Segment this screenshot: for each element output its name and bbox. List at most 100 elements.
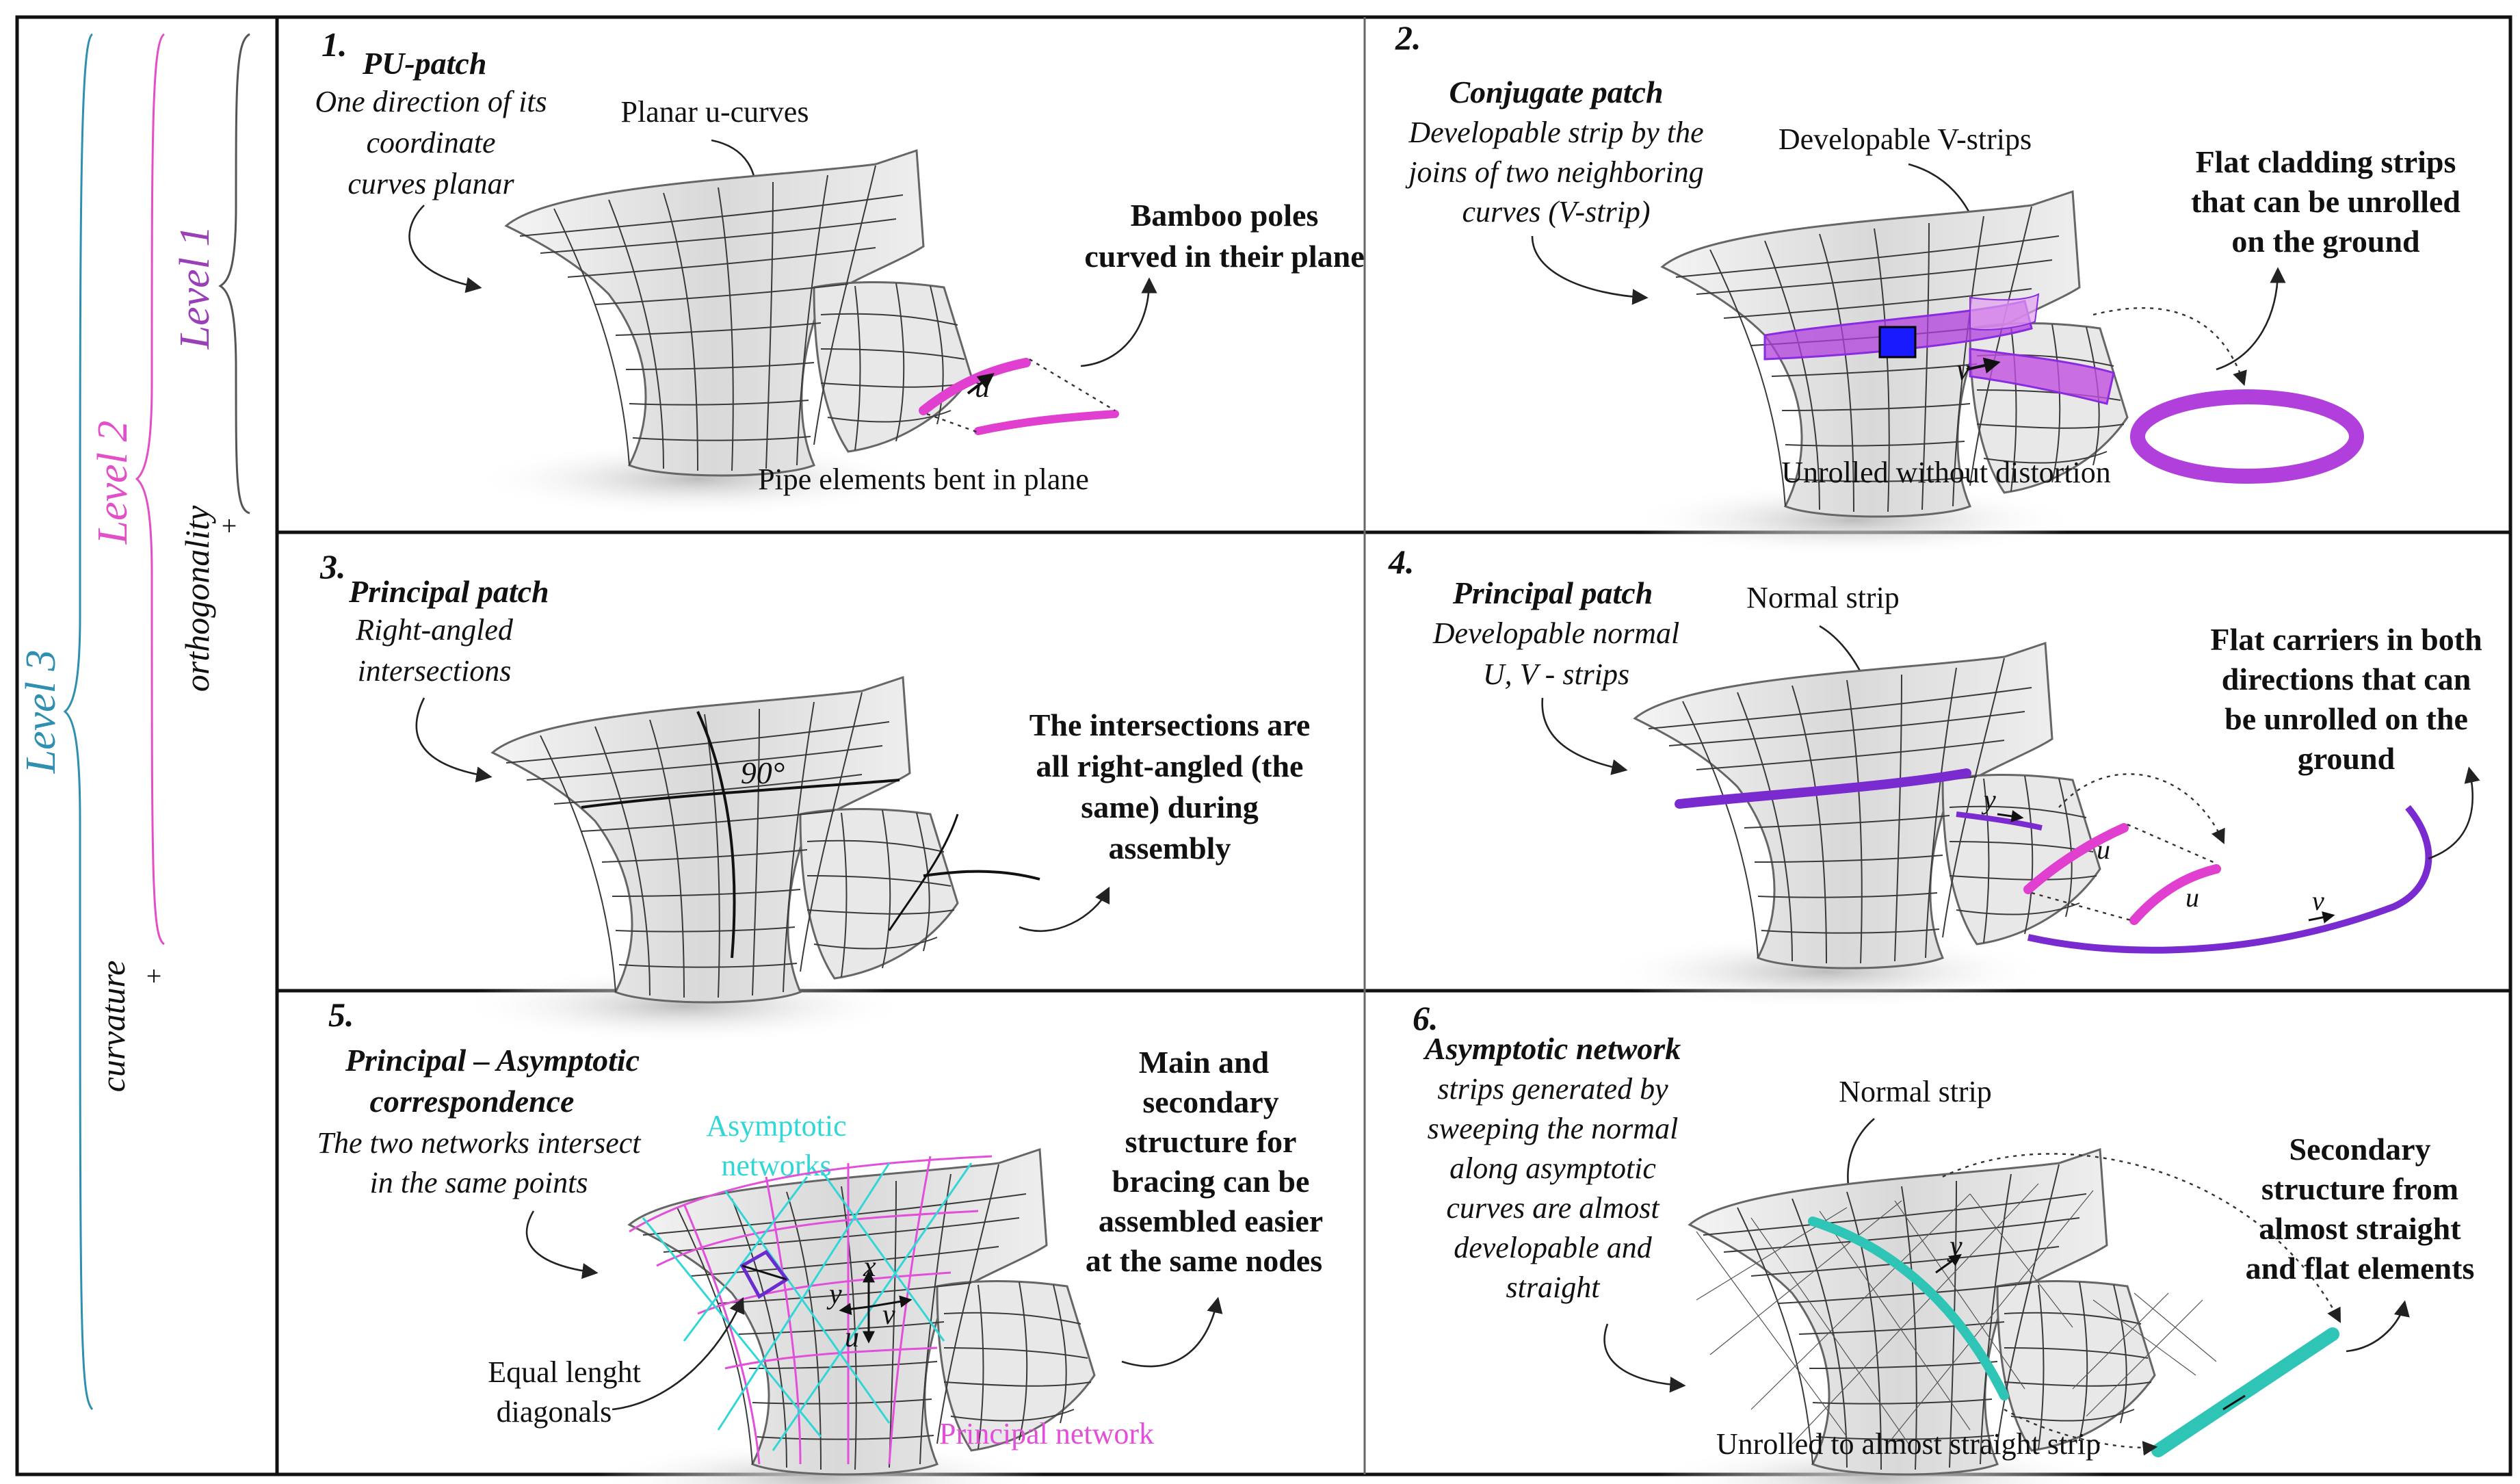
panel-1-title: PU-patch <box>362 46 486 81</box>
panel-3: 3. Principal patch Right-angled intersec… <box>319 547 1311 1045</box>
panel-2-desc-1: Developable strip by the <box>1408 116 1703 149</box>
outer-frame <box>15 15 2512 1476</box>
panel-6-desc-2: sweeping the normal <box>1428 1112 1679 1145</box>
panel-2-result-3: on the ground <box>2231 224 2420 259</box>
panel-6-number: 6. <box>1413 999 1439 1037</box>
panel-6-y-label: y <box>1947 1231 1963 1262</box>
level1-label: Level 1 <box>172 226 218 350</box>
panel-6: 6. Asymptotic network strips generated b… <box>1413 999 2474 1484</box>
panel-5-v-label: v <box>882 1299 895 1331</box>
panel-3-desc-2: intersections <box>358 654 512 688</box>
level3-brace <box>63 33 94 1411</box>
level-braces <box>63 33 250 1411</box>
panel-3-result-2: all right-angled (the <box>1036 748 1304 783</box>
panel-5-u-label: u <box>845 1322 859 1353</box>
panel-2-number: 2. <box>1395 18 1421 57</box>
panel-6-result-4: and flat elements <box>2246 1251 2475 1286</box>
panel-1-result-2: curved in their plane <box>1084 239 1364 274</box>
panel-2-result-1: Flat cladding strips <box>2196 144 2456 179</box>
orthogonality-plus: + <box>222 510 237 541</box>
panel-5-y-label: y <box>826 1279 842 1310</box>
panel-6-result-1: Secondary <box>2289 1132 2431 1167</box>
panel-5-diagonals-label-1: Equal lenght <box>488 1355 641 1389</box>
level1-brace <box>218 33 250 515</box>
panel-4-number: 4. <box>1388 543 1415 581</box>
level2-brace <box>135 33 165 946</box>
panel-2: 2. Conjugate patch Developable strip by … <box>1395 18 2460 559</box>
panel-1: 1. PU-patch One direction of its coordin… <box>315 25 1365 518</box>
panel-4: 4. Principal patch Developable normal U,… <box>1388 543 2482 1011</box>
panel-3-number: 3. <box>319 547 346 586</box>
panel-4-callout: Normal strip <box>1746 581 1900 614</box>
level3-label: Level 3 <box>18 650 64 774</box>
panel-5-result-2: secondary <box>1142 1084 1278 1119</box>
panel-1-desc-3: curves planar <box>347 167 514 200</box>
panel-4-title: Principal patch <box>1452 575 1653 610</box>
panel-5-result-5: assembled easier <box>1099 1203 1323 1238</box>
panel-1-u-label: u <box>975 370 990 404</box>
panel-3-surface <box>457 676 959 1045</box>
panel-3-angle-label: 90° <box>741 755 785 790</box>
panel-4-v-label: v <box>2312 885 2324 916</box>
panel-3-title: Principal patch <box>348 574 549 609</box>
panel-2-desc-2: joins of two neighboring <box>1405 155 1703 189</box>
panel-2-result-2: that can be unrolled <box>2191 184 2460 219</box>
panel-2-callout: Developable V-strips <box>1779 122 2032 156</box>
panel-1-result-1: Bamboo poles <box>1131 198 1319 233</box>
panel-1-number: 1. <box>321 25 347 64</box>
panel-5-asymptotic-label-1: Asymptotic <box>706 1109 846 1143</box>
panel-5-desc-1: The two networks intersect <box>317 1126 642 1160</box>
panel-4-u-label-2: u <box>2186 882 2199 913</box>
orthogonality-label: orthogonality <box>178 505 216 692</box>
panel-6-result-3: almost straight <box>2259 1211 2461 1246</box>
panel-5: 5. Principal – Asymptotic correspondence… <box>317 995 1323 1484</box>
panel-4-result-2: directions that can <box>2222 662 2471 697</box>
panel-4-result-3: be unrolled on the <box>2224 701 2468 736</box>
panel-5-title-2: correspondence <box>370 1084 575 1119</box>
panel-4-u-label-1: u <box>2097 834 2110 865</box>
panel-6-result-2: structure from <box>2261 1171 2458 1206</box>
panel-5-number: 5. <box>328 995 354 1034</box>
curvature-label: curvature <box>94 961 132 1093</box>
panel-4-result-1: Flat carriers in both <box>2210 622 2482 657</box>
level2-label: Level 2 <box>90 421 136 545</box>
panel-2-v-label: v <box>1956 353 1970 387</box>
curvature-plus: + <box>146 961 162 991</box>
panel-3-desc-1: Right-angled <box>355 613 514 647</box>
panel-3-result-1: The intersections are <box>1029 707 1311 742</box>
panel-2-bottom: Unrolled without distortion <box>1781 456 2111 489</box>
panel-5-result-6: at the same nodes <box>1086 1243 1322 1278</box>
panel-1-callout: Planar u-curves <box>621 95 809 129</box>
panel-3-result-3: same) during <box>1081 790 1258 824</box>
panel-6-callout: Normal strip <box>1839 1075 1992 1108</box>
panel-2-desc-3: curves (V-strip) <box>1462 195 1651 229</box>
panel-1-bottom: Pipe elements bent in plane <box>758 463 1089 496</box>
panel-5-result-1: Main and <box>1139 1045 1270 1080</box>
panel-6-asymptotic-mesh <box>1696 1183 2217 1444</box>
panel-5-network-overlay <box>629 1155 993 1465</box>
panel-3-result-4: assembly <box>1109 831 1231 865</box>
panel-1-desc-1: One direction of its <box>315 85 547 118</box>
panel-6-desc-6: straight <box>1506 1271 1601 1304</box>
panel-6-bottom: Unrolled to almost straight strip <box>1716 1427 2101 1461</box>
panel-5-x-label: x <box>863 1251 876 1283</box>
panel-6-title: Asymptotic network <box>1423 1031 1681 1066</box>
panel-6-desc-3: along asymptotic <box>1449 1151 1656 1185</box>
panel-5-diagonals-label-2: diagonals <box>497 1395 612 1429</box>
panel-6-desc-4: curves are almost <box>1446 1191 1660 1225</box>
panel-5-principal-label: Principal network <box>939 1417 1154 1450</box>
panel-6-desc-5: developable and <box>1454 1231 1653 1264</box>
panel-5-result-4: bracing can be <box>1112 1164 1310 1199</box>
panel-1-surface <box>471 149 973 518</box>
panel-4-y-label: y <box>1981 784 1996 815</box>
panel-4-desc-1: Developable normal <box>1432 616 1679 650</box>
panel-4-result-4: ground <box>2298 741 2396 776</box>
panel-2-title: Conjugate patch <box>1449 75 1663 109</box>
panel-4-desc-2: U, V - strips <box>1483 658 1629 691</box>
panel-5-asymptotic-label-2: networks <box>721 1149 831 1182</box>
panel-5-result-3: structure for <box>1125 1124 1297 1159</box>
panel-6-desc-1: strips generated by <box>1437 1072 1668 1106</box>
panel-5-title-1: Principal – Asymptotic <box>345 1043 640 1078</box>
panel-5-desc-2: in the same points <box>370 1166 588 1199</box>
